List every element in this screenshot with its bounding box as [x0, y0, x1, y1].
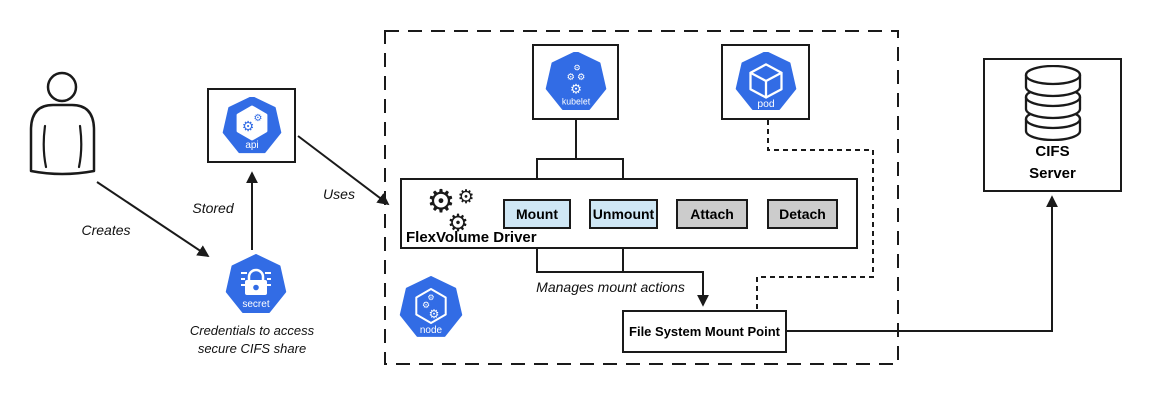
- mount-button: Mount: [503, 199, 571, 229]
- pod-box: pod: [721, 44, 810, 120]
- detach-button: Detach: [767, 199, 838, 229]
- driver-to-mountpoint-arrow: [536, 229, 709, 307]
- gear-icon: ⚙: [429, 307, 440, 321]
- hexagon-outline: [415, 288, 447, 324]
- mountpoint-to-cifs-arrow: [787, 195, 1058, 332]
- cifs-server-label-line1: CIFS: [1035, 143, 1070, 161]
- unmount-button: Unmount: [589, 199, 658, 229]
- gear-icon: ⚙: [573, 63, 580, 73]
- api-box: ⚙ ⚙ api: [207, 88, 296, 163]
- gear-icon: ⚙: [427, 182, 456, 220]
- cifs-server-box: CIFS Server: [983, 58, 1122, 192]
- lock-keyhole: [253, 284, 259, 291]
- credentials-note: Credentials to access secure CIFS share: [167, 322, 337, 358]
- uses-label: Uses: [323, 186, 355, 202]
- file-system-mount-point-box: File System Mount Point: [622, 310, 787, 353]
- gear-icon: ⚙: [457, 186, 474, 208]
- gear-icon: ⚙: [577, 72, 585, 83]
- gear-icon: ⚙: [422, 301, 430, 311]
- credentials-note-line2: secure CIFS share: [197, 341, 307, 357]
- kubelet-icon-label: kubelet: [561, 97, 590, 107]
- gear-icon: ⚙: [241, 119, 254, 135]
- secret-icon: secret: [221, 254, 291, 318]
- credentials-note-line1: Credentials to access: [189, 323, 315, 338]
- api-icon-label: api: [245, 140, 258, 151]
- cifs-server-label-line2: Server: [1029, 165, 1076, 182]
- gears-icon: ⚙ ⚙ ⚙: [427, 182, 475, 235]
- pod-icon-label: pod: [757, 99, 774, 110]
- uses-arrow: [297, 135, 390, 206]
- pod-to-mountpoint-dashed-line: [756, 120, 874, 309]
- user-arm-left: [42, 124, 48, 169]
- gear-icon: ⚙: [569, 82, 581, 97]
- gear-icon: ⚙: [253, 113, 262, 124]
- kubelet-to-mount-arrow: [531, 120, 577, 196]
- pod-icon: pod: [735, 52, 796, 111]
- gear-icon: ⚙: [566, 72, 574, 83]
- attach-button: Attach: [676, 199, 748, 229]
- secret-icon-label: secret: [242, 299, 269, 310]
- user-head: [46, 71, 78, 103]
- flexvolume-driver-title: FlexVolume Driver: [406, 229, 537, 246]
- node-icon-label: node: [420, 325, 443, 336]
- cifs-server-label: CIFS Server: [1029, 141, 1076, 185]
- kubelet-icon: ⚙ ⚙ ⚙ ⚙ kubelet: [545, 52, 606, 111]
- lock-shackle: [247, 268, 265, 281]
- gear-icon: ⚙: [447, 209, 469, 235]
- api-icon: ⚙ ⚙ api: [222, 96, 281, 153]
- creates-arrow: [96, 181, 210, 257]
- cube-glyph: [748, 63, 783, 99]
- gear-icon: ⚙: [427, 293, 434, 302]
- kubelet-box: ⚙ ⚙ ⚙ ⚙ kubelet: [532, 44, 619, 120]
- creates-label: Creates: [81, 222, 131, 238]
- node-icon: ⚙ ⚙ ⚙ node: [396, 276, 466, 344]
- manages-mount-actions-label: Manages mount actions: [536, 279, 685, 295]
- database-icon: [1024, 65, 1081, 142]
- user-arm-right: [77, 124, 83, 169]
- user-figure: [29, 71, 96, 176]
- user-torso: [29, 103, 96, 176]
- stored-label: Stored: [192, 200, 234, 216]
